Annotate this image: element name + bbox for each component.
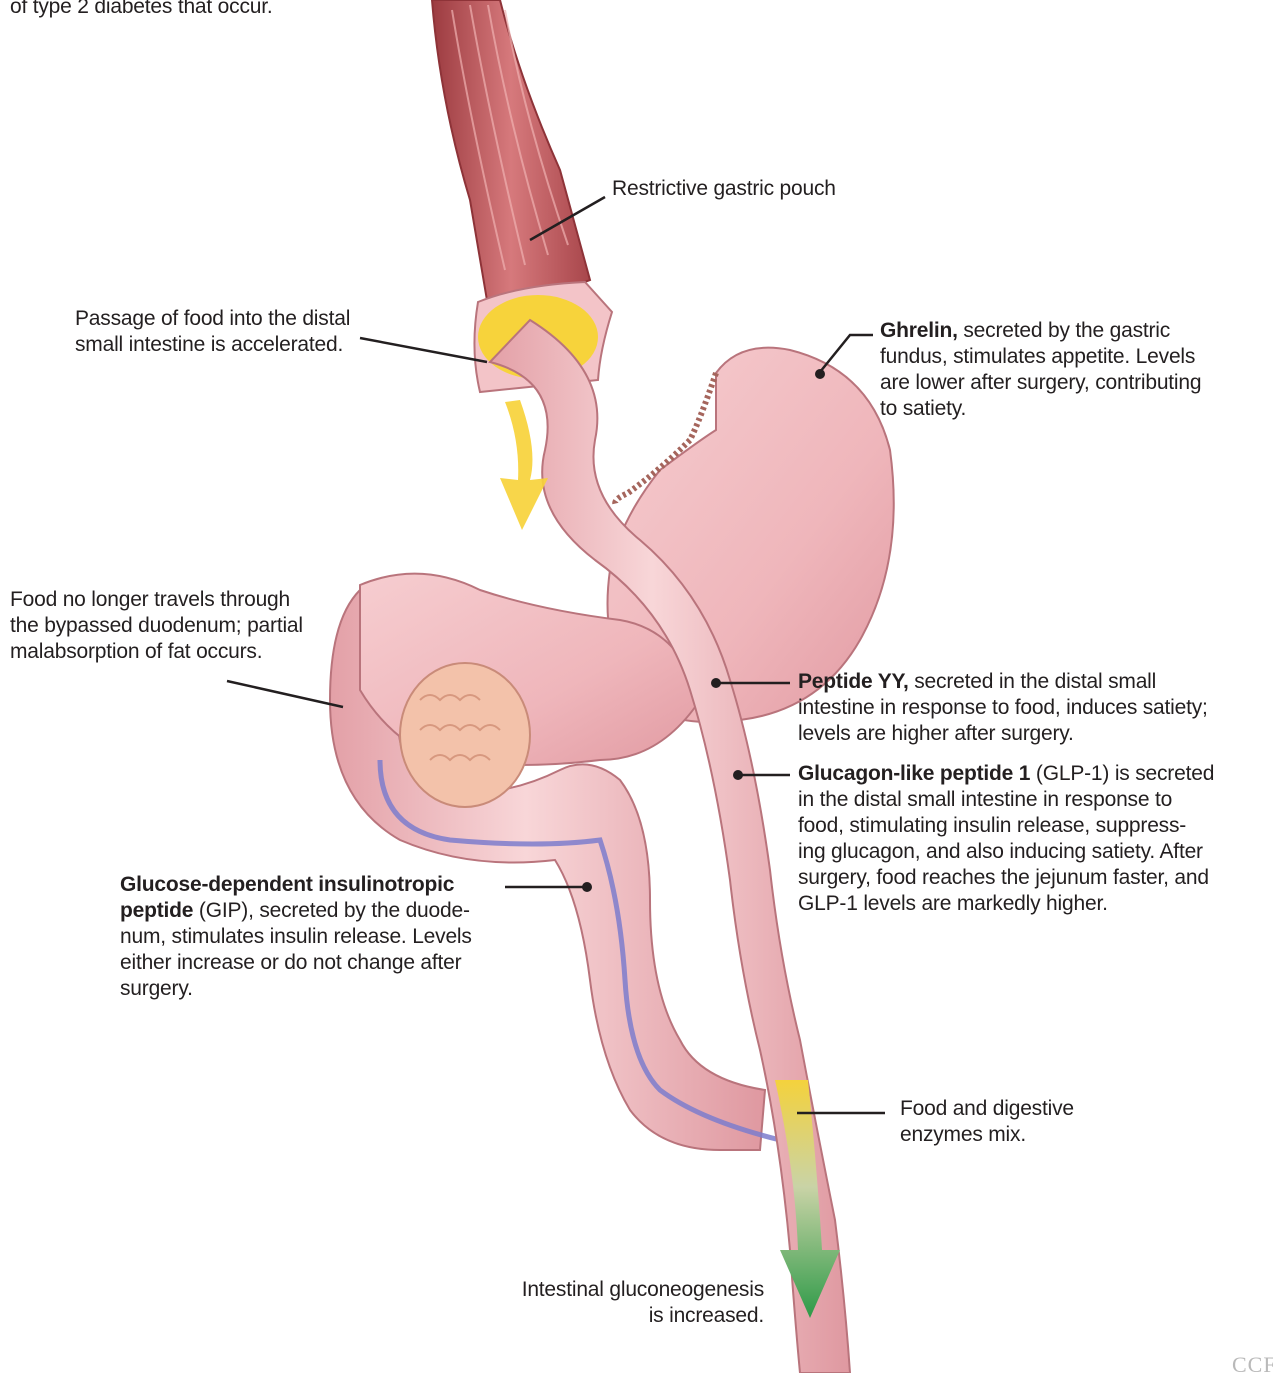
gip-term-2: peptide <box>120 899 193 922</box>
label-gip: Glucose-dependent insulinotropic peptide… <box>120 872 472 1002</box>
label-glp1: Glucagon-like peptide 1 (GLP-1) is secre… <box>798 761 1214 917</box>
label-restrictive-gastric-pouch: Restrictive gastric pouch <box>612 176 836 202</box>
glp1-dot <box>733 770 743 780</box>
esophagus <box>432 0 590 318</box>
label-bypassed-duodenum: Food no longer travels through the bypas… <box>10 587 303 665</box>
food-arrow-upper <box>500 400 548 530</box>
ccf-credit-watermark: CCF <box>1232 1352 1273 1378</box>
pyy-dot <box>711 678 721 688</box>
pyy-term: Peptide YY, <box>798 670 909 693</box>
label-peptide-yy: Peptide YY, secreted in the distal small… <box>798 669 1208 747</box>
esophagus-muscle <box>432 0 590 318</box>
gip-dot <box>582 882 592 892</box>
top-fragment-text: of type 2 diabetes that occur. <box>10 0 273 20</box>
pancreas <box>400 663 530 807</box>
duodenum-leader <box>227 681 343 707</box>
glp1-term: Glucagon-like peptide 1 <box>798 762 1030 785</box>
label-food-enzymes-mix: Food and digestive enzymes mix. <box>900 1096 1074 1148</box>
label-passage-of-food: Passage of food into the distal small in… <box>75 306 350 358</box>
ghrelin-dot <box>815 369 825 379</box>
label-intestinal-gluconeogenesis: Intestinal gluconeogenesis is increased. <box>496 1277 764 1329</box>
label-ghrelin: Ghrelin, secreted by the gastric fundus,… <box>880 318 1201 422</box>
passage-leader <box>360 338 487 362</box>
gip-term: Glucose-dependent insulinotropic <box>120 873 454 896</box>
ghrelin-term: Ghrelin, <box>880 319 958 342</box>
